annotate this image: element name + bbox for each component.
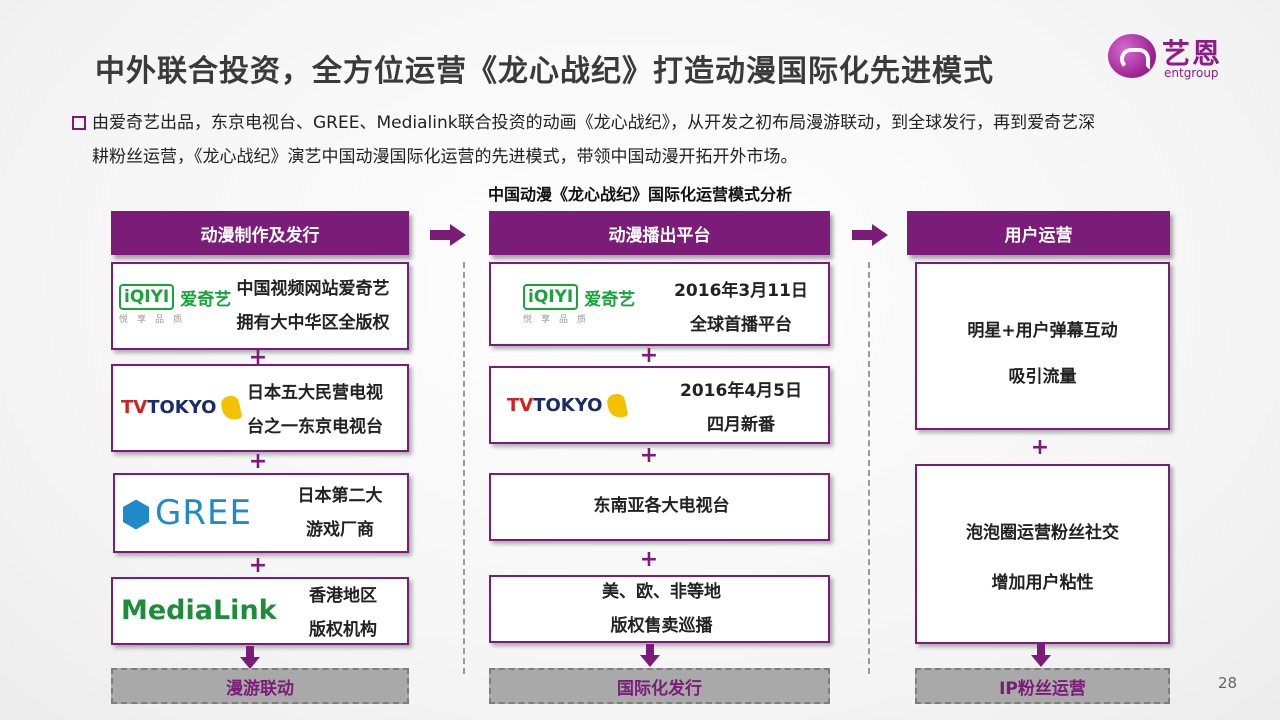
box-gree: GREE 日本第二大 游戏厂商	[113, 473, 409, 553]
down-arrow-icon	[1031, 644, 1051, 668]
plus-icon: +	[248, 345, 268, 370]
logo-cn-text: 艺恩	[1162, 37, 1223, 70]
tvtokyo-logo: TVTOKYO	[507, 392, 629, 420]
gree-hexagon-icon	[123, 499, 149, 530]
medialink-logo: MediaLink	[121, 595, 277, 626]
plus-icon: +	[248, 449, 268, 474]
gree-logo: GREE	[123, 493, 252, 533]
box-text-line: 泡泡圈运营粉丝社交	[966, 523, 1119, 543]
box-text-line: 香港地区	[309, 586, 377, 606]
box-danmaku: 明星+用户弹幕互动 吸引流量	[915, 262, 1170, 430]
plus-icon: +	[248, 553, 268, 578]
box-text-line: 版权售卖巡播	[610, 616, 713, 636]
box-text-line: 四月新番	[707, 415, 775, 435]
down-arrow-icon	[240, 646, 260, 670]
tvtokyo-logo: TVTOKYO	[121, 394, 243, 422]
box-text-line: 拥有大中华区全版权	[236, 313, 390, 333]
box-text-line: 游戏厂商	[306, 520, 374, 540]
down-arrow-icon	[640, 644, 660, 668]
box-text-line: 中国视频网站爱奇艺	[236, 279, 390, 299]
entgroup-logo-icon	[1108, 34, 1156, 78]
box-text-line: 增加用户粘性	[991, 573, 1094, 593]
diagram-subtitle: 中国动漫《龙心战纪》国际化运营模式分析	[487, 185, 792, 204]
intro-line-2: 耕粉丝运营，《龙心战纪》演艺中国动漫国际化运营的先进模式，带领中国动漫开拓开外市…	[92, 147, 798, 167]
plus-icon: +	[639, 443, 659, 468]
column-header-user-ops: 用户运营	[907, 211, 1170, 255]
entgroup-logo: 艺恩 entgroup	[1108, 32, 1248, 82]
intro-paragraph: 由爱奇艺出品，东京电视台、GREE、Medialink联合投资的动画《龙心战纪》…	[72, 106, 1212, 174]
box-medialink: MediaLink 香港地区 版权机构	[111, 577, 409, 645]
column-header-production: 动漫制作及发行	[111, 211, 409, 255]
box-text-line: 东南亚各大电视台	[593, 496, 730, 516]
box-text-line: 全球首播平台	[690, 315, 792, 335]
column-header-platform: 动漫播出平台	[489, 211, 830, 255]
plus-icon: +	[639, 547, 659, 572]
column-footer-ip: IP粉丝运营	[915, 668, 1170, 704]
right-arrow-icon	[430, 224, 466, 246]
box-text-line: 版权机构	[309, 620, 377, 640]
box-text-line: 日本五大民营电视	[247, 383, 383, 403]
box-paopao: 泡泡圈运营粉丝社交 增加用户粘性	[915, 464, 1170, 644]
box-tvtokyo-platform: TVTOKYO 2016年4月5日 四月新番	[489, 366, 830, 444]
logo-en-text: entgroup	[1164, 66, 1219, 80]
square-bullet-icon	[72, 116, 86, 130]
box-text-line: 明星+用户弹幕互动	[967, 321, 1118, 341]
plus-icon: +	[639, 343, 659, 368]
box-tvtokyo-production: TVTOKYO 日本五大民营电视 台之一东京电视台	[111, 364, 409, 452]
box-text-line: 2016年4月5日	[680, 381, 802, 401]
column-footer-manyou: 漫游联动	[111, 668, 409, 704]
box-text-line: 台之一东京电视台	[247, 417, 383, 437]
box-intl-license: 美、欧、非等地 版权售卖巡播	[489, 575, 830, 643]
right-arrow-icon	[852, 224, 888, 246]
dashed-separator	[463, 262, 465, 674]
plus-icon: +	[1030, 435, 1050, 460]
page-number: 28	[1218, 674, 1238, 692]
box-text-line: 美、欧、非等地	[602, 582, 721, 602]
dashed-separator	[868, 262, 870, 674]
box-text-line: 2016年3月11日	[674, 281, 808, 301]
tvtokyo-mascot-icon	[606, 392, 629, 420]
box-sea-tv: 东南亚各大电视台	[489, 473, 830, 541]
box-text-line: 吸引流量	[1008, 367, 1077, 387]
column-footer-intl: 国际化发行	[489, 668, 830, 704]
intro-line-1: 由爱奇艺出品，东京电视台、GREE、Medialink联合投资的动画《龙心战纪》…	[92, 113, 1096, 133]
box-text-line: 日本第二大	[297, 486, 383, 506]
page-title: 中外联合投资，全方位运营《龙心战纪》打造动漫国际化先进模式	[95, 54, 994, 89]
